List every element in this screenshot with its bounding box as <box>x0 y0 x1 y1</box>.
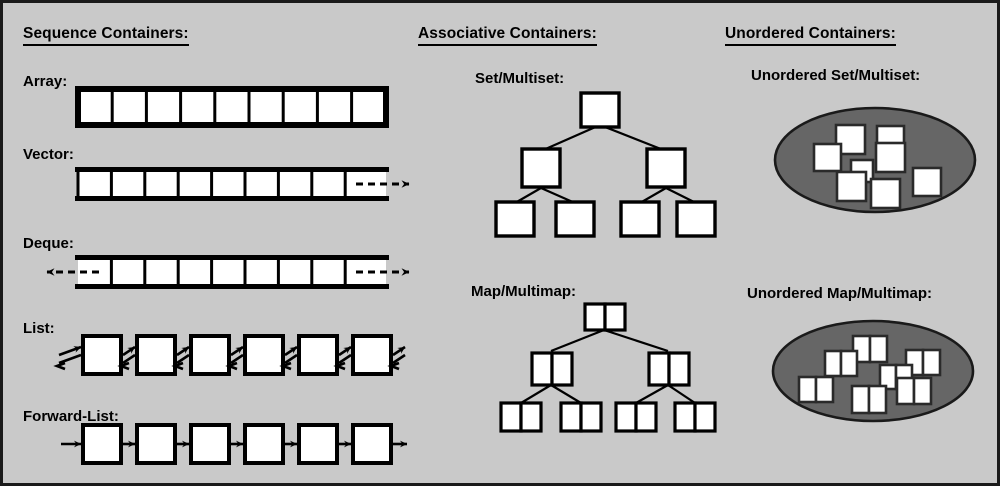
map-node-level2-right <box>647 351 691 387</box>
list-links <box>53 345 406 371</box>
structure-forward-list <box>61 423 408 465</box>
forward-list-nodes <box>81 423 393 465</box>
unordered-set-elements <box>812 123 943 210</box>
column-title-sequence: Sequence Containers: <box>23 25 189 46</box>
structure-set-tree <box>494 91 717 238</box>
vector-body <box>78 168 386 200</box>
map-tree-nodes <box>499 302 717 433</box>
map-tree-edges <box>520 328 696 404</box>
label-unordered-set: Unordered Set/Multiset: <box>751 67 921 84</box>
structure-vector <box>75 167 410 201</box>
deque-cell-dividers <box>109 259 347 285</box>
map-node-level2-left <box>530 351 574 387</box>
map-node-leaf-3 <box>614 401 658 433</box>
label-map: Map/Multimap: <box>471 283 576 300</box>
unordered-map-pair-6 <box>895 376 933 406</box>
label-list: List: <box>23 320 55 337</box>
set-node-root <box>579 91 621 129</box>
list-nodes <box>81 334 393 376</box>
label-unordered-map: Unordered Map/Multimap: <box>747 285 933 302</box>
set-tree-nodes <box>494 91 717 238</box>
label-forward-list: Forward-List: <box>23 408 119 425</box>
label-array: Array: <box>23 73 68 90</box>
set-node-level2-right <box>645 147 687 189</box>
label-deque: Deque: <box>23 235 74 252</box>
structure-map-tree <box>499 302 717 433</box>
set-node-level2-left <box>520 147 562 189</box>
structure-deque <box>46 255 410 289</box>
map-node-leaf-2 <box>559 401 603 433</box>
unordered-map-pair-2 <box>823 349 859 378</box>
label-set: Set/Multiset: <box>475 70 565 87</box>
structure-unordered-set <box>773 106 977 214</box>
map-node-root <box>583 302 627 332</box>
deque-body <box>78 256 386 288</box>
structure-array <box>75 86 389 128</box>
map-node-leaf-1 <box>499 401 543 433</box>
map-node-leaf-4 <box>673 401 717 433</box>
vector-cell-dividers <box>76 171 347 197</box>
array-cell-dividers <box>110 92 354 122</box>
unordered-map-elements <box>797 334 942 415</box>
array-outer-frame <box>75 86 389 128</box>
structure-unordered-map <box>771 319 975 423</box>
set-node-leaf-1 <box>494 200 536 238</box>
set-node-leaf-2 <box>554 200 596 238</box>
unordered-map-pair-5 <box>797 375 835 404</box>
label-vector: Vector: <box>23 146 74 163</box>
unordered-map-pair-7 <box>850 384 888 415</box>
set-node-leaf-4 <box>675 200 717 238</box>
set-node-leaf-3 <box>619 200 661 238</box>
column-title-associative: Associative Containers: <box>418 25 597 46</box>
structure-list <box>53 334 406 376</box>
column-title-unordered: Unordered Containers: <box>725 25 896 46</box>
